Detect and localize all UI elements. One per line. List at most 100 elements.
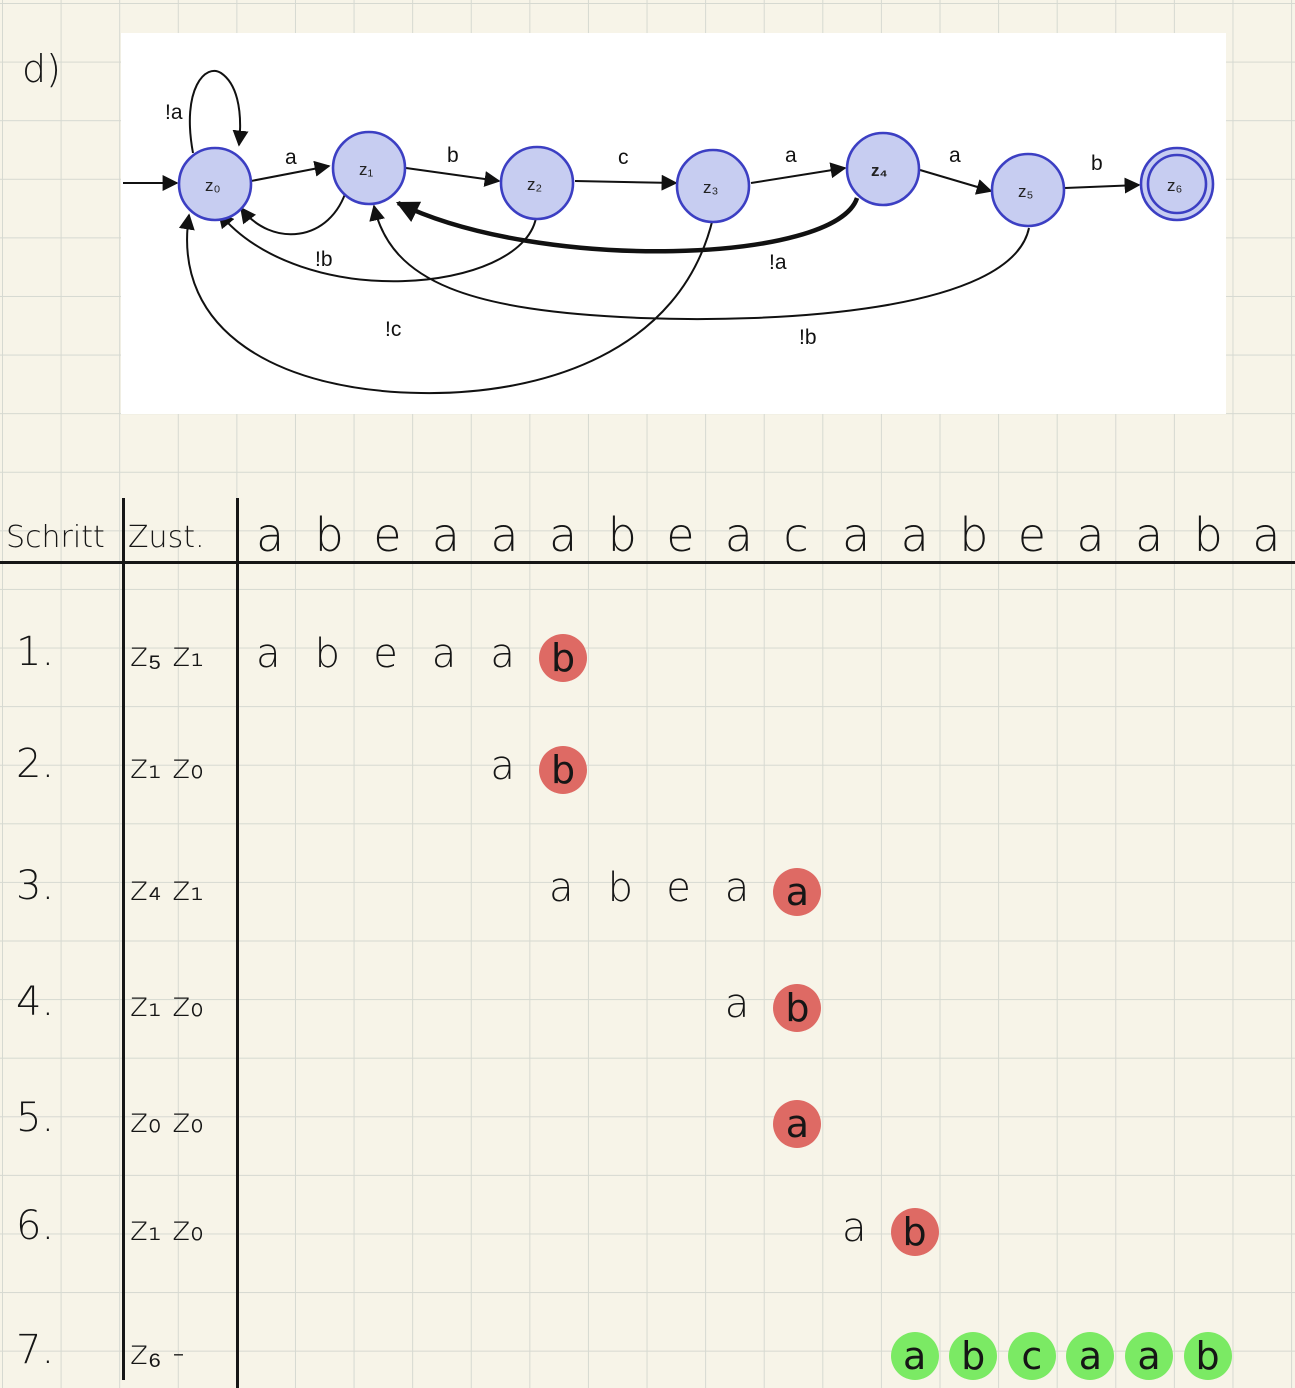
input-symbol: e	[373, 508, 402, 562]
state-z5	[990, 152, 1066, 228]
input-symbol: a	[900, 508, 929, 562]
edge-label-z5-z1: !b	[799, 326, 817, 349]
match-marker: a	[1066, 1332, 1115, 1380]
step-number: 1.	[16, 629, 55, 675]
edge-label-z0-z1: a	[285, 146, 297, 169]
input-symbol: e	[1017, 508, 1047, 562]
matched-symbol: b	[607, 865, 633, 911]
matched-symbol: a	[842, 1205, 867, 1251]
edge-z3-z0	[178, 213, 714, 395]
state-label-z4: z₄	[871, 161, 888, 180]
table-header-rule	[0, 561, 1295, 564]
state-pair: z₁ z₀	[130, 1209, 204, 1249]
step-number: 3.	[16, 863, 55, 909]
edge-z5-z6	[1064, 177, 1141, 194]
state-label-z5: z₅	[1018, 182, 1033, 201]
state-z3	[675, 148, 751, 224]
edge-z0-self	[188, 70, 249, 154]
input-symbol: b	[959, 508, 989, 562]
state-label-z1: z₁	[359, 160, 374, 179]
edge-z1-z2	[405, 167, 501, 187]
input-symbol: a	[1135, 508, 1164, 562]
mismatch-marker: b	[539, 634, 587, 682]
mismatch-marker: b	[773, 984, 822, 1032]
mismatch-marker: b	[890, 1208, 939, 1256]
state-label-z2: z₂	[527, 175, 542, 194]
match-marker: a	[890, 1332, 939, 1380]
edge-z2-z0	[217, 211, 537, 283]
input-symbol: a	[431, 508, 460, 562]
mismatch-marker: a	[773, 1100, 822, 1148]
state-z1	[331, 130, 407, 206]
header-step: Schritt	[6, 520, 105, 555]
step-number: 7.	[16, 1327, 55, 1373]
step-number: 2.	[16, 741, 55, 787]
edge-z5-z1	[369, 204, 1030, 321]
matched-symbol: a	[724, 865, 750, 911]
edge-label-z2-z0: !c	[385, 318, 401, 341]
state-z6	[1139, 146, 1215, 222]
state-z2	[499, 145, 575, 221]
input-symbol: b	[607, 508, 637, 562]
match-marker: b	[949, 1332, 998, 1380]
edge-z1-z0	[240, 187, 348, 236]
input-symbol: b	[1193, 508, 1223, 562]
state-pair: z₁ z₀	[130, 747, 204, 787]
state-label-z0: z₀	[205, 176, 221, 195]
edge-z2-z3	[574, 174, 678, 191]
matched-symbol: e	[373, 631, 398, 677]
input-symbol: a	[724, 508, 753, 562]
edge-z0-z1	[250, 160, 331, 182]
matched-symbol: a	[256, 631, 281, 677]
table-divider-state	[236, 498, 239, 1388]
input-symbol: a	[549, 508, 578, 562]
edge-label-z4-z1: !a	[769, 251, 787, 274]
edge-label-z1-z2: b	[447, 144, 459, 167]
input-symbol: a	[256, 508, 285, 562]
matched-symbol: a	[431, 631, 457, 677]
edge-label-z4-z5: a	[949, 144, 961, 167]
input-symbol: a	[842, 508, 871, 562]
input-symbol: a	[1252, 508, 1281, 562]
state-z0	[177, 146, 253, 222]
step-number: 6.	[16, 1203, 55, 1249]
matched-symbol: b	[314, 631, 340, 677]
matched-symbol: e	[666, 865, 691, 911]
match-marker: c	[1007, 1332, 1056, 1380]
state-z6-accept-ring	[1146, 153, 1208, 215]
step-number: 5.	[16, 1095, 55, 1141]
edge-label-z5-z6: b	[1091, 152, 1103, 175]
input-symbol: a	[490, 508, 519, 562]
automaton-diagram: !a a b c a a b !b !c !a !b z₀ z₁ z₂ z₃ z…	[121, 33, 1226, 414]
state-label-z6: z₆	[1167, 176, 1182, 195]
state-pair: z₅ z₁	[130, 635, 204, 675]
input-symbol: a	[1076, 508, 1105, 562]
automaton-svg: !a a b c a a b !b !c !a !b z₀ z₁ z₂ z₃ z…	[123, 70, 1215, 395]
input-symbol: e	[666, 508, 695, 562]
state-pair: z₁ z₀	[130, 985, 204, 1025]
matched-symbol: a	[724, 981, 750, 1027]
state-pair: z₆ -	[130, 1333, 185, 1373]
edge-label-z0-self: !a	[165, 101, 183, 124]
mismatch-marker: a	[773, 868, 822, 916]
table-divider-step	[122, 498, 125, 1380]
matched-symbol: a	[490, 743, 515, 789]
match-marker: b	[1183, 1332, 1232, 1380]
matched-symbol: a	[490, 631, 515, 677]
edge-label-z2-z3: c	[618, 146, 629, 169]
edge-z4-z1	[395, 197, 860, 254]
edge-z3-z4	[750, 162, 847, 184]
edge-z4-z5	[919, 169, 993, 195]
panel-label: d)	[22, 47, 61, 91]
header-state: Zust.	[128, 520, 205, 555]
edge-label-z3-z4: a	[785, 144, 797, 167]
edge-label-z1-z0: !b	[315, 248, 333, 271]
step-number: 4.	[16, 979, 55, 1025]
mismatch-marker: b	[539, 746, 587, 794]
state-pair: z₀ z₀	[130, 1101, 204, 1141]
input-symbol: b	[314, 508, 344, 562]
match-marker: a	[1125, 1332, 1173, 1380]
matched-symbol: a	[549, 865, 574, 911]
state-z4	[845, 131, 921, 207]
input-symbol: c	[783, 508, 809, 562]
